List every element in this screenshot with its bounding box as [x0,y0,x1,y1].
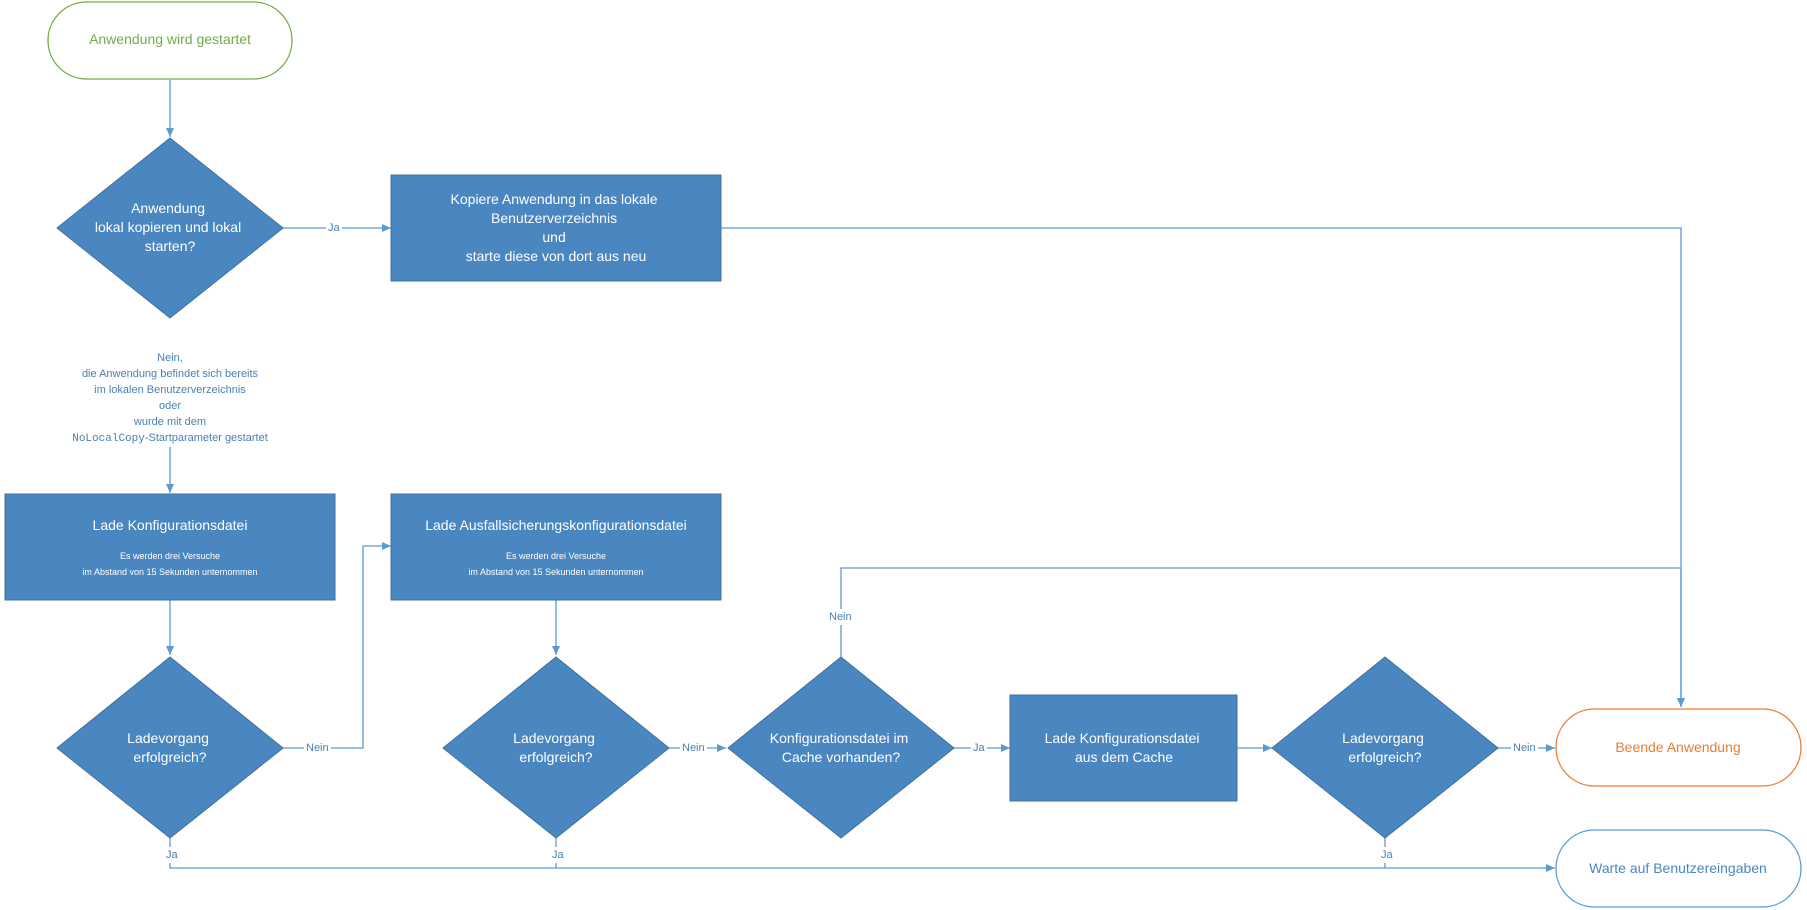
nein-local-line-6: NoLocalCopy-Startparameter gestartet [30,430,310,447]
start-terminator [47,1,293,80]
decision-local-copy [56,137,284,319]
edge-label-ja-cache: Ja [971,740,987,756]
edge-label-ja-copy: Ja [326,220,342,236]
process-load-config [4,493,336,601]
edge-label-nein-load2: Nein [680,740,707,756]
start-text: Anwendung wird gestartet [89,31,251,47]
edge-ja-to-wait [169,838,1555,872]
process-copy-app-text: Kopiere Anwendung in das lokale Benutzer… [451,191,662,264]
decision-load-3 [1271,656,1499,839]
process-load-cache-text: Lade Konfigurationsdatei aus dem Cache [1045,730,1204,765]
nein-local-line-1: Nein, [157,352,183,364]
decision-load-2-text: Ladevorgang erfolgreich? [513,730,599,765]
edge-copy-to-end [721,227,1685,707]
edge-label-ja-load1: Ja [164,847,180,863]
edge-label-nein-load1: Nein [304,740,331,756]
decision-local-copy-text: Anwendung lokal kopieren und lokal start… [95,200,245,254]
process-copy-app [390,174,722,282]
edge-label-ja-load2: Ja [550,847,566,863]
decision-cache-text: Konfigurationsdatei im Cache vorhanden? [770,730,912,765]
process-load-fallback-title: Lade Ausfallsicherungskonfigurationsdate… [425,517,687,533]
edge-label-nein-local: Nein, die Anwendung befindet sich bereit… [30,350,310,447]
wait-text: Warte auf Benutzereingaben [1589,860,1767,876]
decision-load-3-text: Ladevorgang erfolgreich? [1342,730,1428,765]
decision-load-2 [442,656,670,839]
decision-load-1-text: Ladevorgang erfolgreich? [127,730,213,765]
nein-local-line-5: wurde mit dem [133,416,207,428]
edge-label-nein-cache: Nein [827,609,854,625]
process-load-config-title: Lade Konfigurationsdatei [93,517,248,533]
edge-label-nein-load3: Nein [1511,740,1538,756]
nein-local-line-3: im lokalen Benutzerverzeichnis [94,384,246,396]
nein-local-suffix: -Startparameter gestartet [144,432,268,444]
process-load-config-sub2: im Abstand von 15 Sekunden unternommen [82,567,257,577]
nein-local-line-4: oder [158,400,182,412]
end-text: Beende Anwendung [1615,739,1740,755]
end-terminator [1555,708,1802,787]
edge-cache-nein-to-end [840,567,1685,707]
decision-load-1 [56,656,284,839]
nein-local-code: NoLocalCopy [72,433,145,445]
process-load-fallback-sub2: im Abstand von 15 Sekunden unternommen [468,567,643,577]
process-load-cache [1009,694,1238,802]
process-load-fallback-sub1: Es werden drei Versuche [506,551,606,561]
decision-cache [727,656,955,839]
nein-local-line-2: die Anwendung befindet sich bereits [81,368,259,380]
process-load-fallback [390,493,722,601]
wait-terminator [1555,829,1802,908]
edge-label-ja-load3: Ja [1379,847,1395,863]
process-load-config-sub1: Es werden drei Versuche [120,551,220,561]
